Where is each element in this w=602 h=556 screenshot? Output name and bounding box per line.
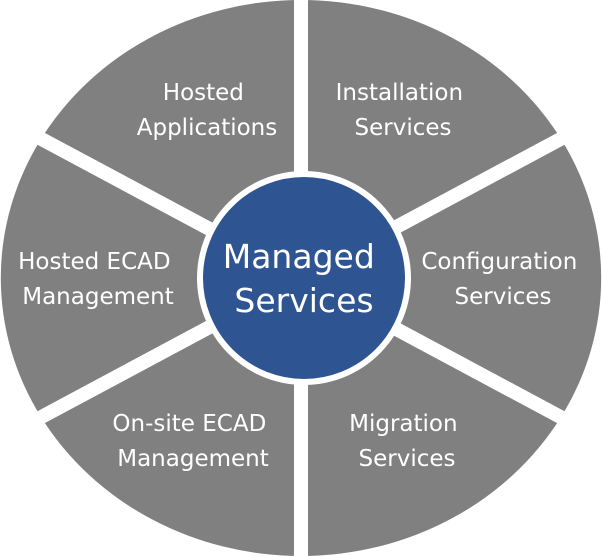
- center-label-line2: Services: [234, 281, 373, 320]
- segment-labels: Hosted Applications Installation Service…: [18, 80, 584, 472]
- segment-label-line1: On-site ECAD: [112, 411, 266, 437]
- segment-label-line2: Management: [117, 446, 269, 472]
- center-label: Managed Services: [223, 237, 386, 320]
- segment-label-line1: Migration: [349, 411, 457, 437]
- segment-label-line2: Services: [355, 115, 452, 141]
- center-label-line1: Managed: [223, 237, 375, 276]
- center-circle: [197, 171, 411, 385]
- segment-configuration-services: [301, 139, 602, 417]
- segment-label-line2: Applications: [137, 115, 278, 141]
- segment-label-line1: Hosted: [163, 80, 244, 106]
- segment-label-line1: Installation: [336, 80, 463, 106]
- segment-label-line1: Configuration: [421, 249, 577, 275]
- segment-label: Installation Services: [336, 80, 471, 141]
- segment-label-line2: Services: [455, 284, 552, 310]
- segment-label-line1: Hosted ECAD: [18, 249, 170, 275]
- segment-label: Migration Services: [349, 411, 465, 472]
- segment-label: Configuration Services: [421, 249, 584, 310]
- segment-label-line2: Services: [359, 446, 456, 472]
- segment-label: Hosted Applications: [137, 80, 278, 141]
- segment-label: Hosted ECAD Management: [18, 249, 178, 310]
- segment-label: On-site ECAD Management: [112, 411, 273, 472]
- segment-label-line2: Management: [22, 284, 174, 310]
- segment-hosted-ecad-management: [0, 139, 302, 417]
